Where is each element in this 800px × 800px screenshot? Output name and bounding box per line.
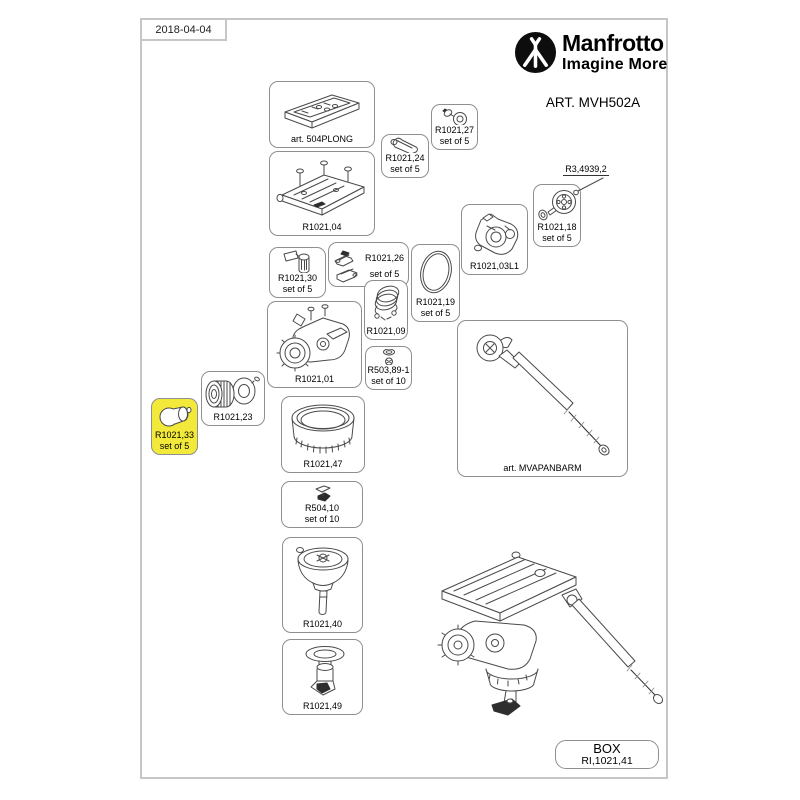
part-box-r1021-09[interactable]: R1021,09 xyxy=(364,280,408,340)
part-box-r1021-03l1[interactable]: R1021,03L1 xyxy=(461,204,528,275)
small-fastener-drawing xyxy=(315,485,331,502)
manfrotto-logo-icon xyxy=(514,31,557,74)
date-stamp: 2018-04-04 xyxy=(140,18,227,41)
part-label: R1021,49 xyxy=(302,700,343,711)
part-label: R1021,18 xyxy=(537,222,577,233)
small-knob-drawing xyxy=(442,108,467,126)
part-qty: set of 10 xyxy=(304,513,340,524)
part-box-r1021-33-highlighted[interactable]: R1021,33 set of 5 xyxy=(151,398,198,455)
part-box-mvapanbarm[interactable]: art. MVAPANBARM xyxy=(457,320,628,477)
casting-drawing xyxy=(473,213,518,255)
part-box-r1021-24[interactable]: R1021,24 set of 5 xyxy=(381,134,429,178)
lever-drawing xyxy=(283,250,309,274)
part-label: art. 504PLONG xyxy=(290,133,354,144)
half-ball-drawing xyxy=(295,547,348,616)
plate-base-drawing xyxy=(276,160,365,216)
part-label: R504,10 xyxy=(304,503,340,514)
part-box-r1021-49[interactable]: R1021,49 xyxy=(282,639,363,715)
brand-header: Manfrotto Imagine More xyxy=(514,30,670,75)
part-label: R1021,01 xyxy=(294,373,335,384)
main-body-casting-drawing xyxy=(276,304,350,372)
part-label: R1021,30 xyxy=(277,273,318,284)
spring-drawing xyxy=(374,285,400,321)
part-qty: set of 5 xyxy=(282,283,313,294)
assembled-head-drawing xyxy=(437,551,664,716)
quick-release-plate-drawing xyxy=(284,94,360,129)
part-qty: set of 5 xyxy=(542,232,572,243)
box-reference: BOX RI,1021,41 xyxy=(555,740,659,769)
part-box-r1021-04[interactable]: R1021,04 xyxy=(269,151,375,236)
part-label: R1021,27 xyxy=(434,125,475,136)
part-label: R1021,26 xyxy=(364,253,404,263)
part-box-r1021-18[interactable]: R1021,18 set of 5 xyxy=(533,184,581,247)
part-qty: set of 10 xyxy=(371,375,406,386)
box-title: BOX xyxy=(593,740,621,756)
part-qty: set of 5 xyxy=(390,163,420,174)
article-number: ART. MVH502A xyxy=(545,95,641,110)
part-box-r1021-19[interactable]: R1021,19 set of 5 xyxy=(411,244,460,322)
pan-bar-drawing xyxy=(476,334,610,456)
part-label: R1021,03L1 xyxy=(469,260,520,271)
date-text: 2018-04-04 xyxy=(155,23,212,36)
drag-knob-drawing xyxy=(538,189,576,220)
part-label: R1021,33 xyxy=(154,430,195,441)
part-qty: set of 5 xyxy=(420,307,451,318)
small-clip-drawing xyxy=(390,137,418,154)
callout-leader-line xyxy=(573,177,604,196)
part-box-r1021-47[interactable]: R1021,47 xyxy=(281,396,365,473)
brand-name: Manfrotto xyxy=(562,30,664,56)
part-qty: set of 5 xyxy=(159,440,190,451)
part-label: R1021,23 xyxy=(213,411,253,422)
gear-pulley-drawing xyxy=(205,376,260,408)
part-box-504plong[interactable]: art. 504PLONG xyxy=(269,81,375,148)
part-box-r1021-23[interactable]: R1021,23 xyxy=(201,371,265,426)
part-qty: set of 5 xyxy=(369,269,400,280)
part-label: R1021,40 xyxy=(302,618,343,629)
part-box-r503-89-1[interactable]: R503,89-1 set of 10 xyxy=(365,346,412,390)
part-label: R1021,19 xyxy=(415,297,456,308)
o-ring-drawing xyxy=(419,250,452,294)
part-box-r1021-27[interactable]: R1021,27 set of 5 xyxy=(431,104,478,150)
knurled-collar-drawing xyxy=(291,404,355,454)
box-code: RI,1021,41 xyxy=(581,754,633,767)
plug-knob-drawing xyxy=(159,406,191,427)
part-box-r504-10[interactable]: R504,10 set of 10 xyxy=(281,481,363,528)
part-box-r1021-26[interactable]: R1021,26 set of 5 xyxy=(328,242,409,287)
part-label: R1021,09 xyxy=(366,325,406,336)
part-label: R503,89-1 xyxy=(367,365,410,376)
part-box-r1021-01[interactable]: R1021,01 xyxy=(267,301,362,388)
washer-nut-drawing xyxy=(382,349,395,366)
part-label: R1021,04 xyxy=(302,221,342,232)
part-qty: set of 5 xyxy=(439,135,470,146)
callout-label: R3,4939,2 xyxy=(563,164,609,176)
brand-tagline: Imagine More xyxy=(562,56,668,74)
part-label: R1021,47 xyxy=(303,458,343,469)
part-label: R1021,24 xyxy=(385,153,425,164)
part-box-r1021-30[interactable]: R1021,30 set of 5 xyxy=(269,247,326,298)
part-box-r1021-40[interactable]: R1021,40 xyxy=(282,537,363,633)
tie-down-drawing xyxy=(305,646,344,696)
part-label: art. MVAPANBARM xyxy=(503,462,582,473)
clamp-pieces-drawing xyxy=(334,250,358,283)
